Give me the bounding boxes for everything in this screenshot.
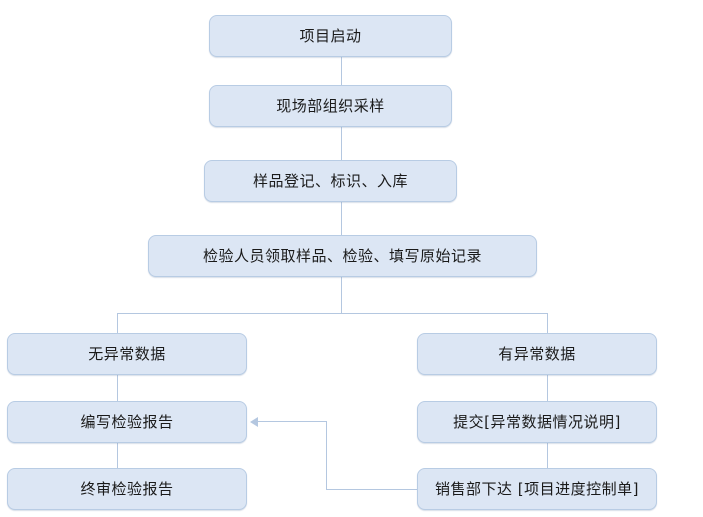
node-label-has-anomaly-data: 有异常数据 (498, 345, 576, 363)
connector-no-anomaly-to-write-report (117, 375, 118, 401)
node-label-sample-registration: 样品登记、标识、入库 (252, 172, 408, 190)
connector-sales-order-feedback-bottom (326, 489, 417, 490)
node-label-no-anomaly-data: 无异常数据 (88, 345, 166, 363)
connector-branch-to-no-anomaly (117, 313, 118, 333)
node-write-inspection-report[interactable]: 编写检验报告 (7, 401, 247, 443)
connector-has-anomaly-to-submit (547, 375, 548, 401)
node-label-submit-anomaly-explanation: 提交[异常数据情况说明] (453, 413, 621, 431)
connector-write-report-to-final-report (117, 443, 118, 468)
connector-registration-to-inspection (341, 202, 342, 235)
node-label-sales-progress-control-order: 销售部下达 [项目进度控制单] (435, 480, 639, 498)
node-submit-anomaly-explanation[interactable]: 提交[异常数据情况说明] (417, 401, 657, 443)
connector-branch-to-has-anomaly (547, 313, 548, 333)
node-label-write-inspection-report: 编写检验报告 (80, 413, 174, 431)
node-sales-progress-control-order[interactable]: 销售部下达 [项目进度控制单] (417, 468, 657, 510)
node-no-anomaly-data[interactable]: 无异常数据 (7, 333, 247, 375)
connector-sales-order-feedback-riser (326, 421, 327, 489)
connector-sampling-to-registration (341, 127, 342, 160)
node-has-anomaly-data[interactable]: 有异常数据 (417, 333, 657, 375)
node-final-inspection-report[interactable]: 终审检验报告 (7, 468, 247, 510)
node-label-field-sampling: 现场部组织采样 (276, 97, 385, 115)
connector-branch-bus (117, 313, 548, 314)
node-field-sampling[interactable]: 现场部组织采样 (209, 85, 452, 127)
node-label-inspection-record: 检验人员领取样品、检验、填写原始记录 (202, 247, 482, 265)
connector-sales-order-feedback-top (258, 421, 326, 422)
arrowhead-icon-to-write-report (250, 417, 258, 427)
node-sample-registration[interactable]: 样品登记、标识、入库 (204, 160, 457, 202)
node-label-final-inspection-report: 终审检验报告 (80, 480, 174, 498)
connector-inspection-to-branch (341, 277, 342, 313)
node-label-project-start: 项目启动 (299, 27, 362, 45)
node-inspection-record[interactable]: 检验人员领取样品、检验、填写原始记录 (148, 235, 537, 277)
connector-start-to-sampling (341, 57, 342, 85)
connector-submit-to-sales-order (547, 443, 548, 468)
node-project-start[interactable]: 项目启动 (209, 15, 452, 57)
